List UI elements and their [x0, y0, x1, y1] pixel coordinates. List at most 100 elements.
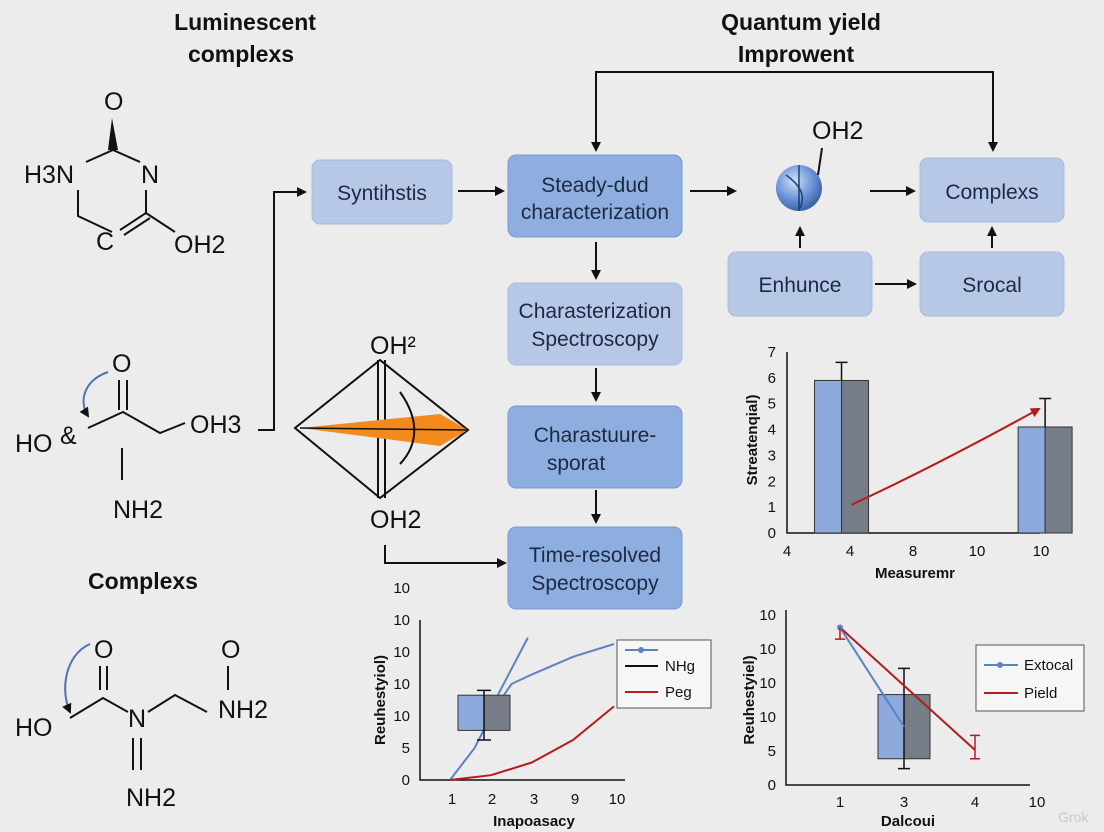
connector-to-synthesis	[258, 187, 307, 431]
chart3-ytick: 10	[759, 607, 776, 624]
chart2-box-blue	[457, 694, 485, 731]
chart3-ytick: 0	[768, 777, 776, 794]
chart2-box-gray	[483, 694, 511, 731]
chart2-ytick: 0	[402, 772, 410, 789]
chart3-xtick: 3	[900, 794, 908, 811]
m2-curl: &	[60, 422, 77, 450]
m2-chain-bonds	[87, 410, 186, 435]
chart2-legend-nhg: NHg	[665, 658, 695, 675]
box-enhunce-label: Enhunce	[759, 274, 842, 297]
m1-ring-bonds	[77, 148, 176, 233]
chart2-ytick: 10	[393, 708, 410, 725]
watermark: Grok	[1058, 809, 1089, 825]
sphere-label: OH2	[812, 117, 863, 145]
chart2-xtick: 10	[609, 791, 626, 808]
m1-carbon: C	[96, 228, 114, 256]
chart1-ytick: 5	[768, 396, 776, 413]
chart2-ytick: 10	[393, 580, 410, 597]
center-axis-line	[299, 427, 469, 431]
m2-carbonyl-bond	[118, 380, 128, 410]
chart3-axes	[785, 610, 1030, 786]
chart2-ytick: 5	[402, 740, 410, 757]
chart1-xtick: 10	[969, 543, 986, 560]
box-enhunce	[727, 251, 873, 317]
m3-curved-arrow	[62, 643, 91, 714]
chart1-error-bar	[1039, 397, 1052, 427]
m3-ho: HO	[15, 714, 53, 742]
center-curved-arc	[399, 391, 416, 465]
chart3-box-blue	[877, 694, 905, 760]
box-charastuure	[507, 405, 683, 489]
sphere-bond	[817, 147, 823, 176]
chart2-ytick: 10	[393, 676, 410, 693]
chart2-axes	[419, 620, 625, 781]
chart2-ytick: 10	[393, 612, 410, 629]
chart1-xtick: 8	[909, 543, 917, 560]
heading-quantum-yield: Quantum yield	[721, 9, 881, 35]
box-charast-line1: Charastuure-	[534, 424, 657, 447]
m1-h3n: H3N	[24, 161, 74, 189]
chart1-ytick: 1	[768, 499, 776, 516]
heading-luminescent: Luminescent	[174, 9, 316, 35]
chart1-ytick: 3	[768, 447, 776, 464]
chart3-series-pield	[839, 626, 976, 751]
box-time-resolved	[507, 526, 683, 610]
m3-nh2-right: NH2	[218, 696, 268, 724]
box-steady	[507, 154, 683, 238]
chart2-ytick: 10	[393, 644, 410, 661]
chart3-series-extocal	[839, 626, 905, 728]
box-time-line1: Time-resolved	[529, 544, 661, 567]
chart3-legend-extocal: Extocal	[1024, 657, 1073, 674]
chart3-legend-pield: Pield	[1024, 685, 1057, 702]
chart3-ylabel: Reuhestyiel)	[741, 655, 758, 744]
m3-chain-bonds	[69, 693, 208, 719]
chart2-series-peg	[449, 705, 615, 781]
box-complexes-label: Complexs	[945, 181, 1038, 204]
chart3-box-gray	[903, 694, 931, 760]
heading-complexs: complexs	[188, 41, 294, 67]
m2-nh2: NH2	[113, 496, 163, 524]
chart1-xtick: 4	[846, 543, 854, 560]
molecule-pyrimidine: O H3N N C OH2	[24, 88, 225, 259]
m1-nitrogen: N	[141, 161, 159, 189]
box-complexes	[919, 157, 1065, 223]
m3-nh2-bottom: NH2	[126, 784, 176, 812]
chart3-xlabel: Dalcoui	[881, 813, 935, 830]
m1-wedge-bond	[108, 118, 118, 150]
chart3-legend	[975, 644, 1085, 712]
m1-double-bond	[123, 217, 151, 236]
chart2-xtick: 9	[571, 791, 579, 808]
box-steady-line2: characterization	[521, 201, 669, 224]
chart2-legend-peg: Peg	[665, 684, 692, 701]
molecule-hydroxy-acid: O HO & OH3 NH2	[15, 187, 307, 524]
chart3-left-error	[835, 627, 845, 640]
m1-oxygen: O	[104, 88, 123, 116]
box-srocal-label: Srocal	[962, 274, 1022, 297]
sphere-icon-lines	[785, 165, 804, 211]
m3-carbonyl-bonds	[99, 666, 229, 690]
chart1-trend-line	[851, 407, 1041, 506]
flow-chart: Syntihstis Steady-dud characterization C…	[311, 71, 1065, 610]
chart1-ytick: 4	[768, 422, 776, 439]
central-molecule: OH² OH2	[293, 332, 507, 568]
chart2-whisker	[477, 689, 491, 741]
chart2-legend	[616, 639, 712, 709]
m3-double-bond	[132, 738, 142, 770]
box-steady-line1: Steady-dud	[541, 174, 648, 197]
chart3-ytick: 5	[768, 743, 776, 760]
chart2-ylabel: Reuhestyiol)	[372, 655, 389, 745]
molecule-hydrazide: O O HO N NH2 NH2	[15, 636, 268, 812]
heading-complexes-section: Complexs	[88, 568, 198, 594]
chart1-bar-gray	[841, 379, 870, 534]
chart2-xtick: 3	[530, 791, 538, 808]
m3-oxygen-right: O	[221, 636, 240, 664]
chart1-ytick: 2	[768, 473, 776, 490]
center-oh-bottom: OH2	[370, 506, 421, 534]
m2-ho: HO	[15, 430, 53, 458]
chart3-xtick: 10	[1029, 794, 1046, 811]
m3-nitrogen: N	[128, 705, 146, 733]
chart2-series-nhg	[449, 643, 615, 781]
